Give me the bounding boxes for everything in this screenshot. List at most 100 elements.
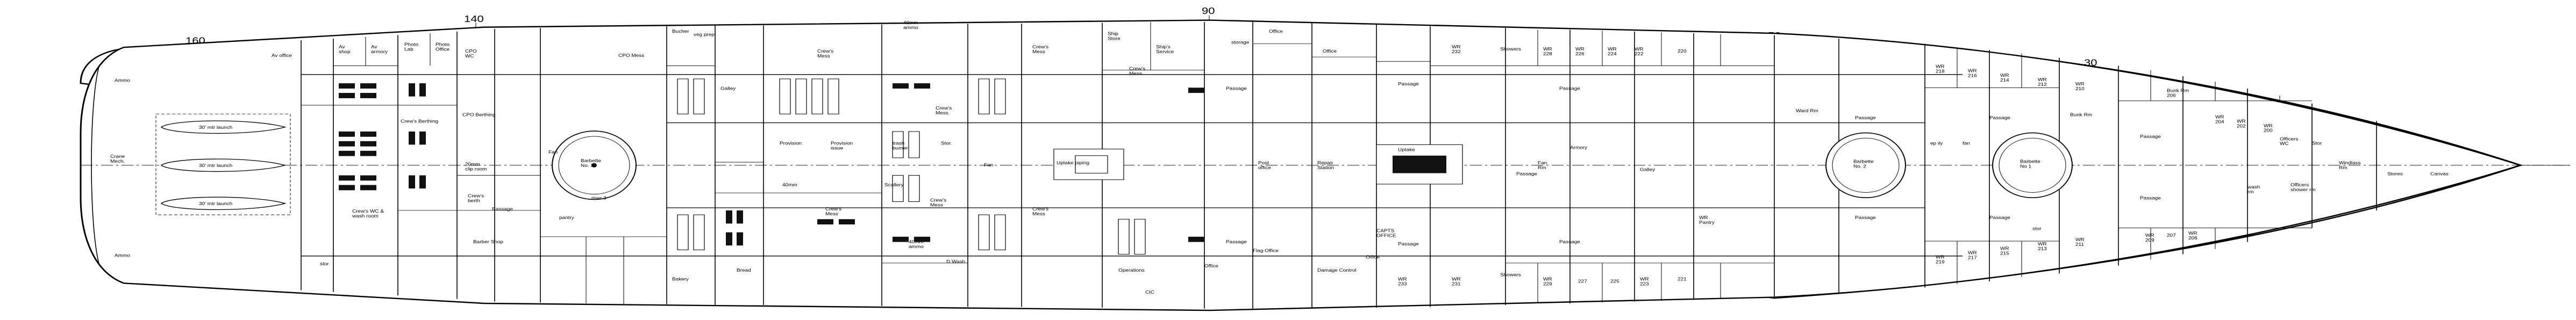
label-canvas: Canvas (2430, 171, 2449, 176)
label-showers-top: Showers (1500, 47, 1521, 52)
mess-tables (677, 78, 1146, 255)
label-uptake-piping: Uptake piping (1057, 161, 1089, 165)
label-office-4: Office (1323, 49, 1337, 54)
frame-number-90: 90 (1202, 6, 1215, 17)
label-veg-prep: veg prep (694, 32, 715, 37)
label-passage-10: Passage (1989, 215, 2010, 220)
label-ep-ily: ep ily (1930, 141, 1943, 146)
label-wr-220: 220 (1678, 49, 1687, 54)
label-wr-227: 227 (1578, 279, 1587, 283)
label-office-2: Office (1204, 264, 1218, 268)
label-bunk-rm: Bunk Rm (2070, 112, 2092, 117)
aft-room-partitions (301, 21, 1505, 304)
label-ammo-top: Ammo (115, 78, 130, 83)
barbette-2 (1825, 132, 1906, 199)
motor-launches (155, 113, 291, 215)
label-passage-11: Passage (1516, 171, 1537, 176)
label-40mm: 40mm (782, 183, 797, 187)
label-passage-5: Passage (1989, 115, 2010, 120)
label-scullery: Scullery (884, 183, 904, 187)
label-stor-f2: Stor (2312, 141, 2322, 146)
label-operations: Operations (1118, 268, 1145, 273)
label-barber-shop: Barber Shop (473, 239, 503, 244)
label-fan-fwd: fan (1963, 141, 1970, 146)
stern-inner-line (91, 64, 100, 266)
label-flag-office: Flag Office (1253, 248, 1279, 253)
label-passage-aft: Passage (492, 207, 513, 212)
label-bread: Bread (737, 268, 751, 273)
label-stores: Stores (2387, 171, 2403, 176)
label-passage-4: Passage (1855, 115, 1876, 120)
frame-number-140: 140 (464, 14, 484, 25)
label-launch-2: 30' mtr launch (199, 163, 232, 168)
label-office-3: Office (1366, 255, 1380, 260)
label-bakery: Bakery (672, 277, 689, 281)
label-wr-221: 221 (1678, 277, 1687, 281)
label-damage-control: Damage Control (1317, 268, 1357, 273)
transverse-bulkheads (301, 21, 2377, 309)
label-passage-1: Passage (1226, 86, 1247, 91)
label-stor-aft: stor (320, 261, 329, 266)
label-cpo-mess: CPO Mess (618, 53, 645, 58)
uptakes (1053, 144, 1463, 185)
label-showers-bottom: Showers (1500, 272, 1521, 277)
label-pantry: pantry (559, 215, 574, 220)
label-armory: Armory (1570, 145, 1588, 150)
berthing-bunks-aft (339, 83, 1204, 246)
label-office-1: Office (1269, 29, 1283, 34)
label-fan-aft: Fan (548, 150, 558, 155)
label-av-office: Av office (272, 53, 292, 58)
label-provision: Provision (780, 141, 802, 146)
label-launch-3: 30' mtr launch (199, 201, 232, 206)
label-cpo-berthing: CPO Berthing (462, 112, 496, 117)
label-riser-3: riser 3 (591, 195, 606, 200)
label-crews-berthing: Crew's Berthing (401, 119, 438, 123)
label-passage-7: Passage (1398, 242, 1419, 246)
label-passage-13: Passage (2140, 195, 2161, 200)
